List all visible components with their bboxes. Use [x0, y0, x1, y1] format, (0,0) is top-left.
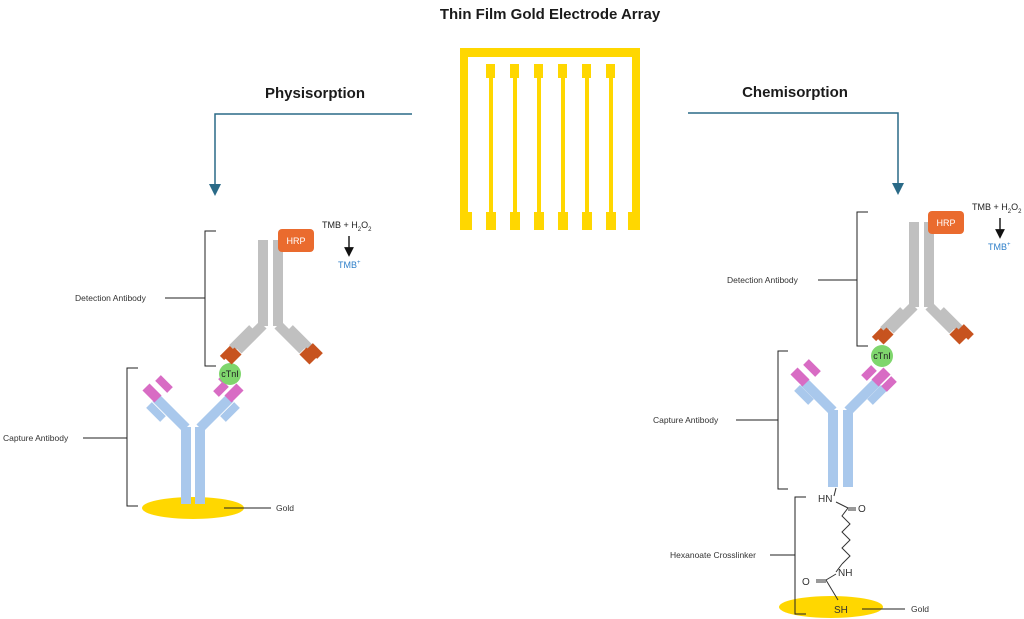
detection-label-left: Detection Antibody [75, 293, 147, 303]
capture-antibody-right [790, 359, 897, 487]
arrow-to-chemisorption [688, 112, 904, 195]
crosslinker-label: Hexanoate Crosslinker [670, 550, 756, 560]
arrow-to-physisorption [209, 113, 412, 196]
capture-bracket-right [777, 350, 788, 490]
hrp-label-left: HRP [286, 236, 305, 246]
gold-label-left: Gold [276, 503, 294, 513]
capture-bracket-left [126, 367, 138, 507]
detection-label-right: Detection Antibody [727, 275, 799, 285]
product-text-right: TMB+ [988, 242, 1011, 252]
electrode-array [460, 48, 640, 230]
gold-surface-left [142, 497, 244, 519]
gold-surface-right [779, 596, 883, 618]
ctni-label-right: cTnI [873, 351, 891, 361]
ctni-label-left: cTnI [221, 369, 239, 379]
gold-label-right: Gold [911, 604, 929, 614]
ctni-antigen-right [871, 345, 893, 367]
detection-antibody-right [871, 222, 974, 345]
detection-antibody-left [219, 240, 323, 365]
hrp-enzyme-right [928, 211, 964, 234]
reaction-text-left: TMB + H2O2 [322, 220, 372, 233]
carbonyl-o2-label: O [802, 577, 810, 588]
physisorption-heading: Physisorption [265, 85, 365, 102]
product-text-left: TMB+ [338, 260, 361, 270]
sh-label: SH [834, 605, 848, 616]
ctni-antigen-left [219, 363, 241, 385]
reaction-text-right: TMB + H2O2 [972, 202, 1022, 215]
hexanoate-crosslinker [816, 487, 856, 601]
detection-bracket-right [856, 211, 868, 347]
crosslinker-bracket [794, 496, 806, 615]
diagram-title: Thin Film Gold Electrode Array [440, 6, 661, 23]
capture-antibody-left [142, 367, 244, 504]
hrp-enzyme-left [278, 229, 314, 252]
chemisorption-heading: Chemisorption [742, 84, 848, 101]
capture-label-right: Capture Antibody [653, 415, 719, 425]
nh-label: NH [838, 568, 852, 579]
hrp-label-right: HRP [936, 218, 955, 228]
physisorption-panel: cTnI HRP TMB + H2O2 TMB+ Detection A [3, 220, 372, 519]
detection-bracket-left [204, 230, 216, 367]
carbonyl-o1-label: O [858, 504, 866, 515]
hn-label: HN [818, 494, 832, 505]
chemisorption-panel: cTnI HRP TMB + H2O2 TMB+ [653, 202, 1022, 618]
capture-label-left: Capture Antibody [3, 433, 69, 443]
